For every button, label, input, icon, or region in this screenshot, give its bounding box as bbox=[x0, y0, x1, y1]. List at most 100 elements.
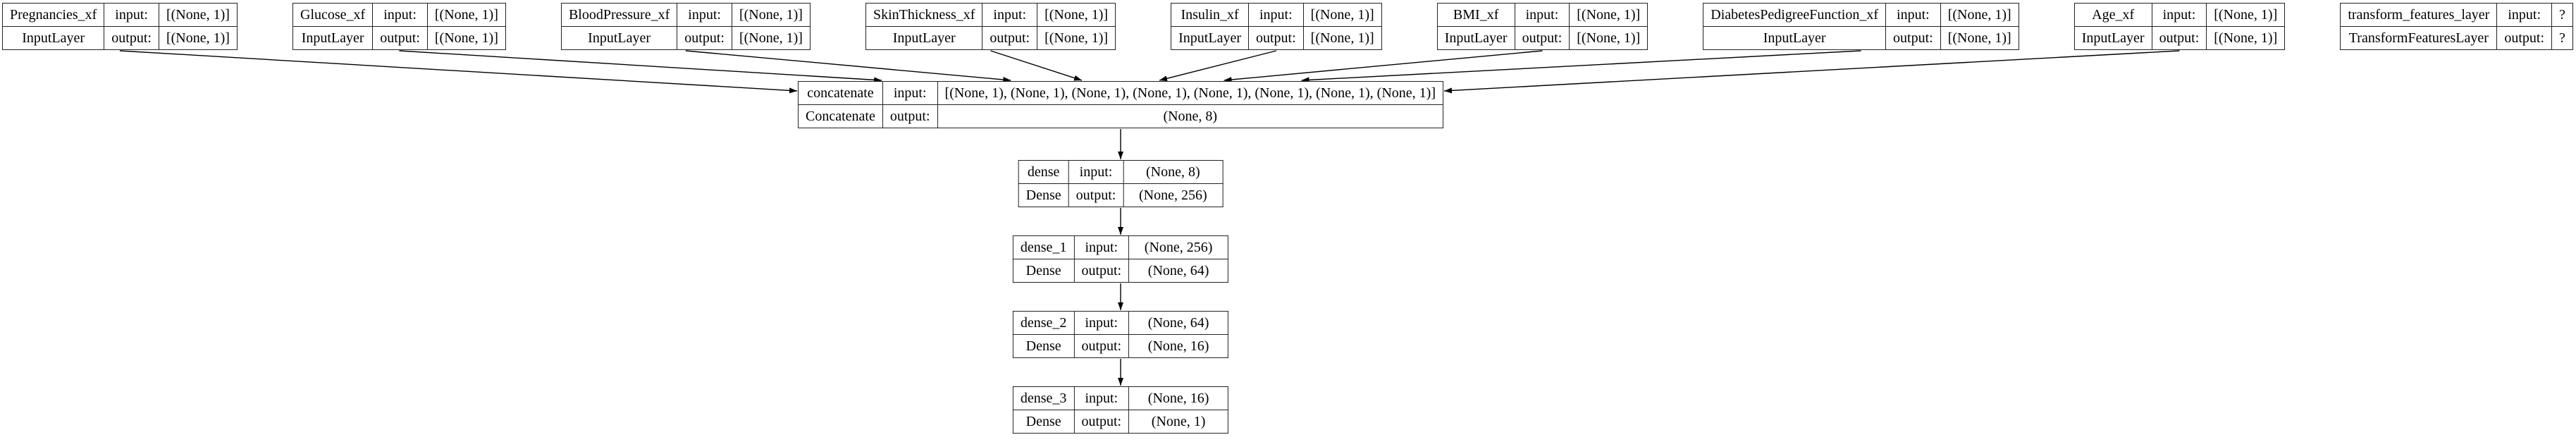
input-shape: [(None, 1)] bbox=[731, 3, 811, 27]
output-label: output: bbox=[372, 26, 428, 50]
layer-node-bmi-xf: BMI_xf input: [(None, 1)] InputLayer out… bbox=[1436, 3, 1648, 50]
output-shape: [(None, 1)] bbox=[1940, 26, 2019, 50]
input-label: input: bbox=[1073, 386, 1130, 410]
output-label: output: bbox=[982, 26, 1038, 50]
layer-node-dense: dense input: (None, 8) Dense output: (No… bbox=[1018, 160, 1224, 207]
input-label: input: bbox=[1885, 3, 1941, 27]
input-shape: (None, 16) bbox=[1128, 386, 1229, 410]
output-shape: (None, 1) bbox=[1128, 410, 1229, 434]
output-label: output: bbox=[882, 104, 938, 128]
output-label: output: bbox=[677, 26, 732, 50]
layer-node-dense-1: dense_1 input: (None, 256) Dense output:… bbox=[1012, 235, 1229, 283]
output-label: output: bbox=[1248, 26, 1304, 50]
input-label: input: bbox=[2496, 3, 2552, 27]
input-label: input: bbox=[677, 3, 732, 27]
layer-class: InputLayer bbox=[292, 26, 374, 50]
layer-name: Insulin_xf bbox=[1171, 3, 1249, 27]
layer-node-glucose-xf: Glucose_xf input: [(None, 1)] InputLayer… bbox=[292, 3, 506, 50]
layer-class: Dense bbox=[1012, 259, 1075, 283]
layer-name: Age_xf bbox=[2073, 3, 2152, 27]
input-label: input: bbox=[982, 3, 1038, 27]
output-label: output: bbox=[1514, 26, 1570, 50]
layer-node-bloodpressure-xf: BloodPressure_xf input: [(None, 1)] Inpu… bbox=[560, 3, 811, 50]
layer-node-age-xf: Age_xf input: [(None, 1)] InputLayer out… bbox=[2073, 3, 2286, 50]
input-shape: [(None, 1)] bbox=[1037, 3, 1116, 27]
output-label: output: bbox=[104, 26, 159, 50]
input-shape: ? bbox=[2551, 3, 2573, 27]
output-label: output: bbox=[1885, 26, 1941, 50]
input-shape: [(None, 1)] bbox=[1940, 3, 2019, 27]
input-label: input: bbox=[1068, 160, 1124, 184]
layer-class: InputLayer bbox=[1, 26, 105, 50]
layer-name: DiabetesPedigreeFunction_xf bbox=[1703, 3, 1887, 27]
input-layers-row: Pregnancies_xf input: [(None, 1)] InputL… bbox=[1, 3, 2573, 50]
output-label: output: bbox=[1073, 259, 1130, 283]
input-label: input: bbox=[1514, 3, 1570, 27]
output-shape: [(None, 1)] bbox=[426, 26, 506, 50]
layer-name: dense bbox=[1018, 160, 1069, 184]
input-shape: [(None, 1)] bbox=[1302, 3, 1382, 27]
output-shape: ? bbox=[2551, 26, 2573, 50]
output-shape: (None, 64) bbox=[1128, 259, 1229, 283]
layer-name: dense_2 bbox=[1012, 311, 1075, 335]
output-shape: (None, 8) bbox=[937, 104, 1443, 128]
layer-name: BloodPressure_xf bbox=[560, 3, 678, 27]
layer-class: Dense bbox=[1018, 183, 1069, 207]
layer-name: dense_1 bbox=[1012, 235, 1075, 259]
layer-class: Dense bbox=[1012, 410, 1075, 434]
input-label: input: bbox=[1248, 3, 1304, 27]
layer-class: InputLayer bbox=[1171, 26, 1249, 50]
input-shape: [(None, 1)] bbox=[1569, 3, 1648, 27]
layer-node-transform-features-layer: transform_features_layer input: ? Transf… bbox=[2340, 3, 2573, 50]
layer-node-diabetespedigreefunction-xf: DiabetesPedigreeFunction_xf input: [(Non… bbox=[1703, 3, 2019, 50]
layer-class: Concatenate bbox=[798, 104, 883, 128]
layer-class: InputLayer bbox=[2073, 26, 2152, 50]
output-label: output: bbox=[1073, 334, 1130, 358]
output-shape: [(None, 1)] bbox=[2206, 26, 2286, 50]
output-shape: [(None, 1)] bbox=[1302, 26, 1382, 50]
output-label: output: bbox=[1073, 410, 1130, 434]
input-shape: [(None, 1)] bbox=[426, 3, 506, 27]
output-label: output: bbox=[2151, 26, 2207, 50]
layer-name: dense_3 bbox=[1012, 386, 1075, 410]
output-shape: (None, 256) bbox=[1123, 183, 1224, 207]
layer-node-pregnancies-xf: Pregnancies_xf input: [(None, 1)] InputL… bbox=[1, 3, 238, 50]
input-shape: (None, 8) bbox=[1123, 160, 1224, 184]
layer-name: SkinThickness_xf bbox=[865, 3, 983, 27]
output-shape: [(None, 1)] bbox=[158, 26, 238, 50]
input-label: input: bbox=[372, 3, 428, 27]
output-shape: (None, 16) bbox=[1128, 334, 1229, 358]
layer-name: Pregnancies_xf bbox=[1, 3, 105, 27]
layer-node-skinthickness-xf: SkinThickness_xf input: [(None, 1)] Inpu… bbox=[865, 3, 1116, 50]
layer-node-dense-2: dense_2 input: (None, 64) Dense output: … bbox=[1012, 311, 1229, 358]
input-shape: [(None, 1), (None, 1), (None, 1), (None,… bbox=[937, 81, 1443, 105]
layer-name: BMI_xf bbox=[1436, 3, 1515, 27]
layer-class: InputLayer bbox=[865, 26, 983, 50]
input-shape: (None, 64) bbox=[1128, 311, 1229, 335]
input-shape: (None, 256) bbox=[1128, 235, 1229, 259]
output-label: output: bbox=[1068, 183, 1124, 207]
input-shape: [(None, 1)] bbox=[2206, 3, 2286, 27]
layer-class: Dense bbox=[1012, 334, 1075, 358]
layer-class: InputLayer bbox=[1436, 26, 1515, 50]
input-shape: [(None, 1)] bbox=[158, 3, 238, 27]
layer-name: concatenate bbox=[798, 81, 883, 105]
output-shape: [(None, 1)] bbox=[1037, 26, 1116, 50]
input-label: input: bbox=[104, 3, 159, 27]
layer-name: Glucose_xf bbox=[292, 3, 374, 27]
layer-node-concatenate: concatenate input: [(None, 1), (None, 1)… bbox=[798, 81, 1443, 128]
layer-class: InputLayer bbox=[1703, 26, 1887, 50]
input-label: input: bbox=[1073, 311, 1130, 335]
layer-class: InputLayer bbox=[560, 26, 678, 50]
output-shape: [(None, 1)] bbox=[1569, 26, 1648, 50]
layer-node-dense-3: dense_3 input: (None, 16) Dense output: … bbox=[1012, 386, 1229, 434]
input-label: input: bbox=[1073, 235, 1130, 259]
output-label: output: bbox=[2496, 26, 2552, 50]
layer-name: transform_features_layer bbox=[2340, 3, 2498, 27]
input-label: input: bbox=[2151, 3, 2207, 27]
layer-class: TransformFeaturesLayer bbox=[2340, 26, 2498, 50]
layer-node-insulin-xf: Insulin_xf input: [(None, 1)] InputLayer… bbox=[1171, 3, 1382, 50]
output-shape: [(None, 1)] bbox=[731, 26, 811, 50]
